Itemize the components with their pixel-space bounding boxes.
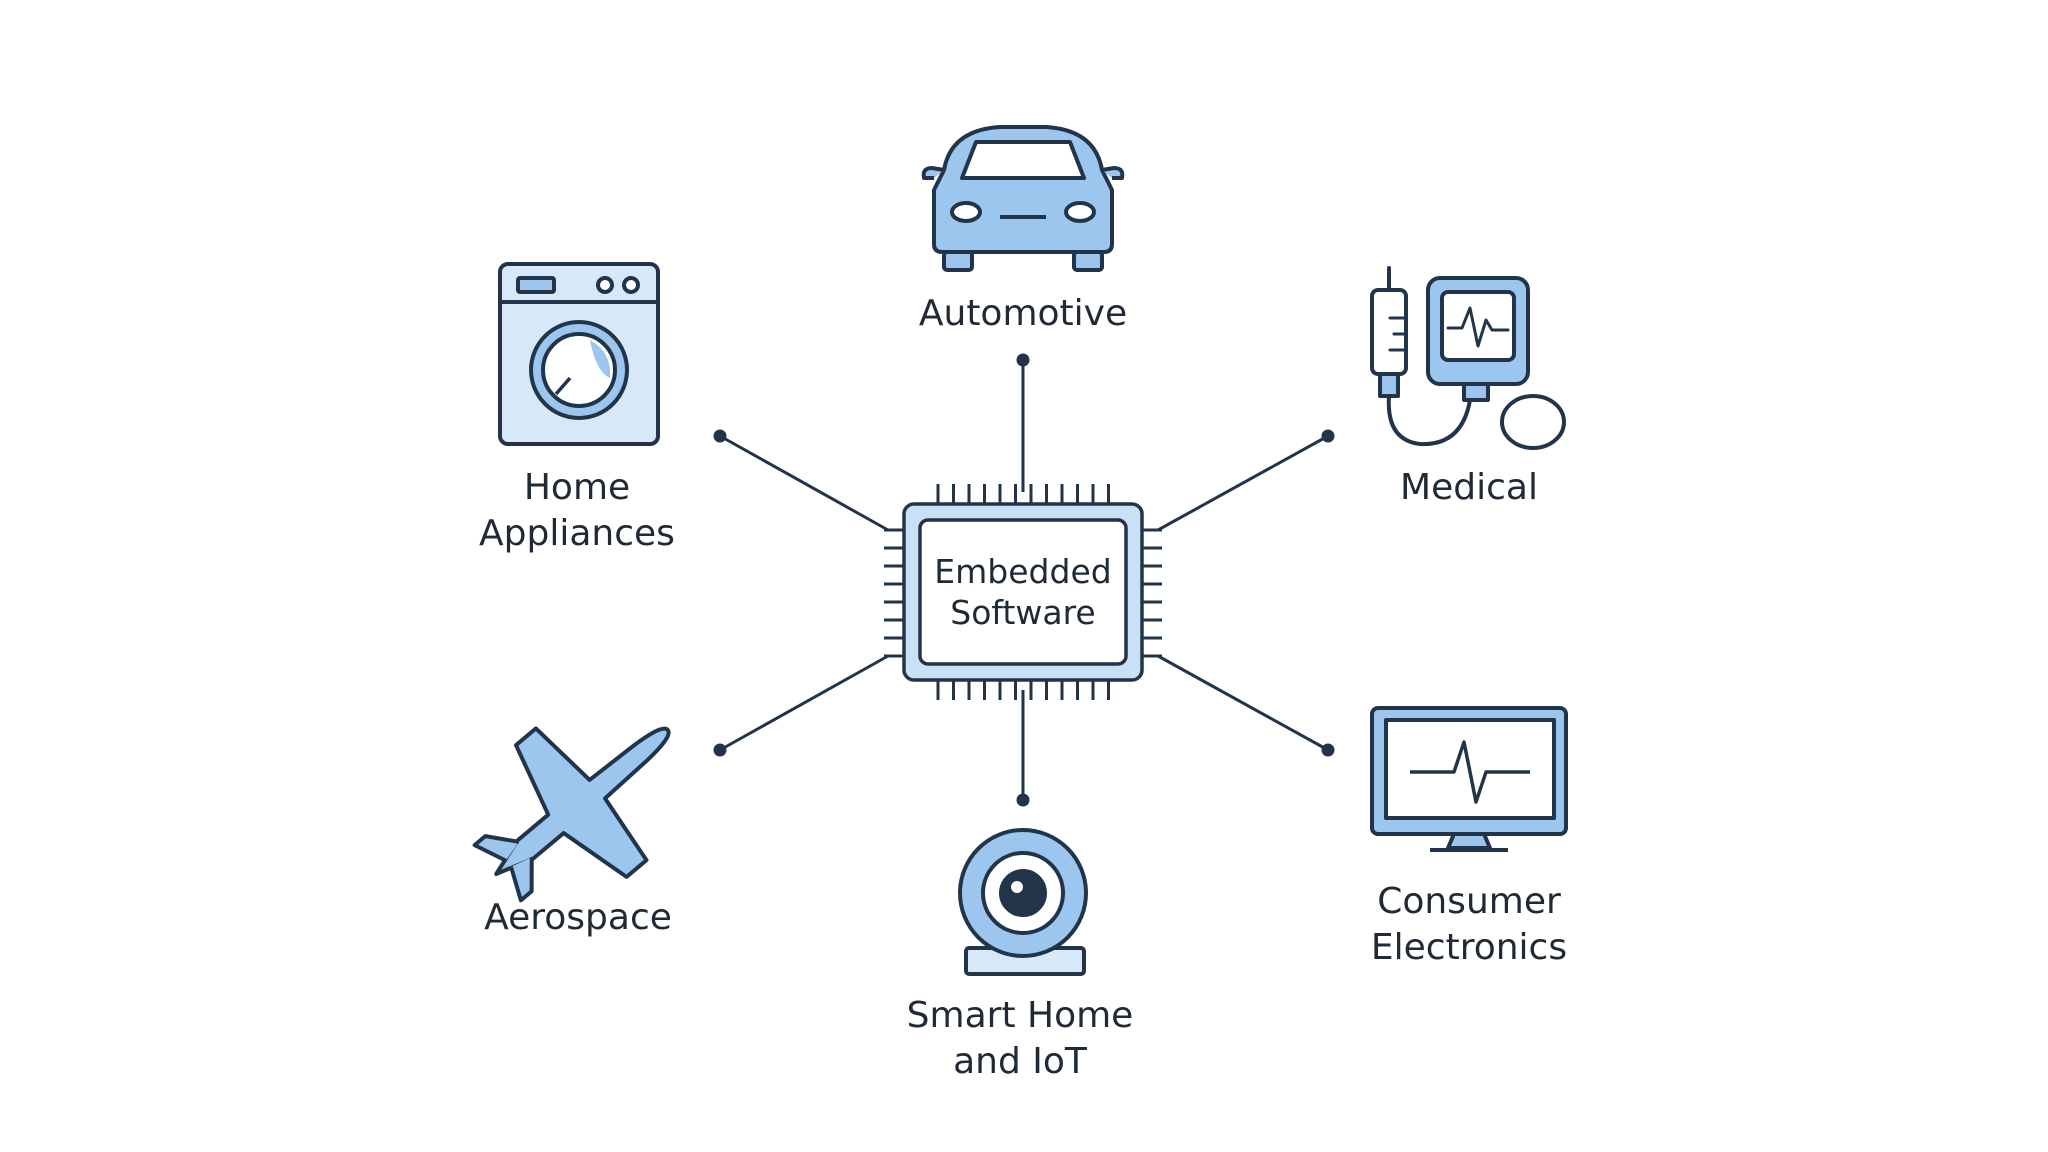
node-label-home-line1: Home xyxy=(524,467,630,508)
microchip-icon: Embedded Software xyxy=(884,484,1162,700)
washing-machine-icon xyxy=(498,262,660,446)
node-label-aerospace: Aerospace xyxy=(484,897,672,938)
connector-medical xyxy=(1157,434,1329,532)
camera-icon xyxy=(958,828,1088,976)
connector-home xyxy=(719,434,889,532)
node-label-smarthome-line1: Smart Home xyxy=(907,995,1134,1036)
monitor-icon xyxy=(1370,706,1568,852)
connector-dot-medical xyxy=(1321,429,1335,443)
node-label-consumer-line2: Electronics xyxy=(1371,927,1567,968)
node-label-home-line2: Appliances xyxy=(479,513,675,554)
chip-pins xyxy=(884,484,1162,700)
node-label-automotive: Automotive xyxy=(919,293,1127,334)
connector-dot-automotive xyxy=(1016,353,1030,367)
medical-monitor-icon xyxy=(1370,266,1566,450)
node-label-consumer-line1: Consumer xyxy=(1377,881,1561,922)
node-label-medical: Medical xyxy=(1400,467,1538,508)
car-icon xyxy=(921,125,1125,272)
chip-core xyxy=(918,518,1128,666)
connector-dot-home xyxy=(713,429,727,443)
node-label-smarthome-line2: and IoT xyxy=(953,1041,1088,1082)
center-label-line2: Software xyxy=(950,593,1095,632)
connector-dot-consumer xyxy=(1321,743,1335,757)
connector-dot-aerospace xyxy=(713,743,727,757)
airplane-icon xyxy=(472,726,671,903)
connectors xyxy=(713,353,1335,807)
center-label-line1: Embedded xyxy=(934,552,1111,591)
connector-consumer xyxy=(1157,654,1329,752)
connector-dot-smarthome xyxy=(1016,793,1030,807)
connector-aerospace xyxy=(719,654,889,752)
